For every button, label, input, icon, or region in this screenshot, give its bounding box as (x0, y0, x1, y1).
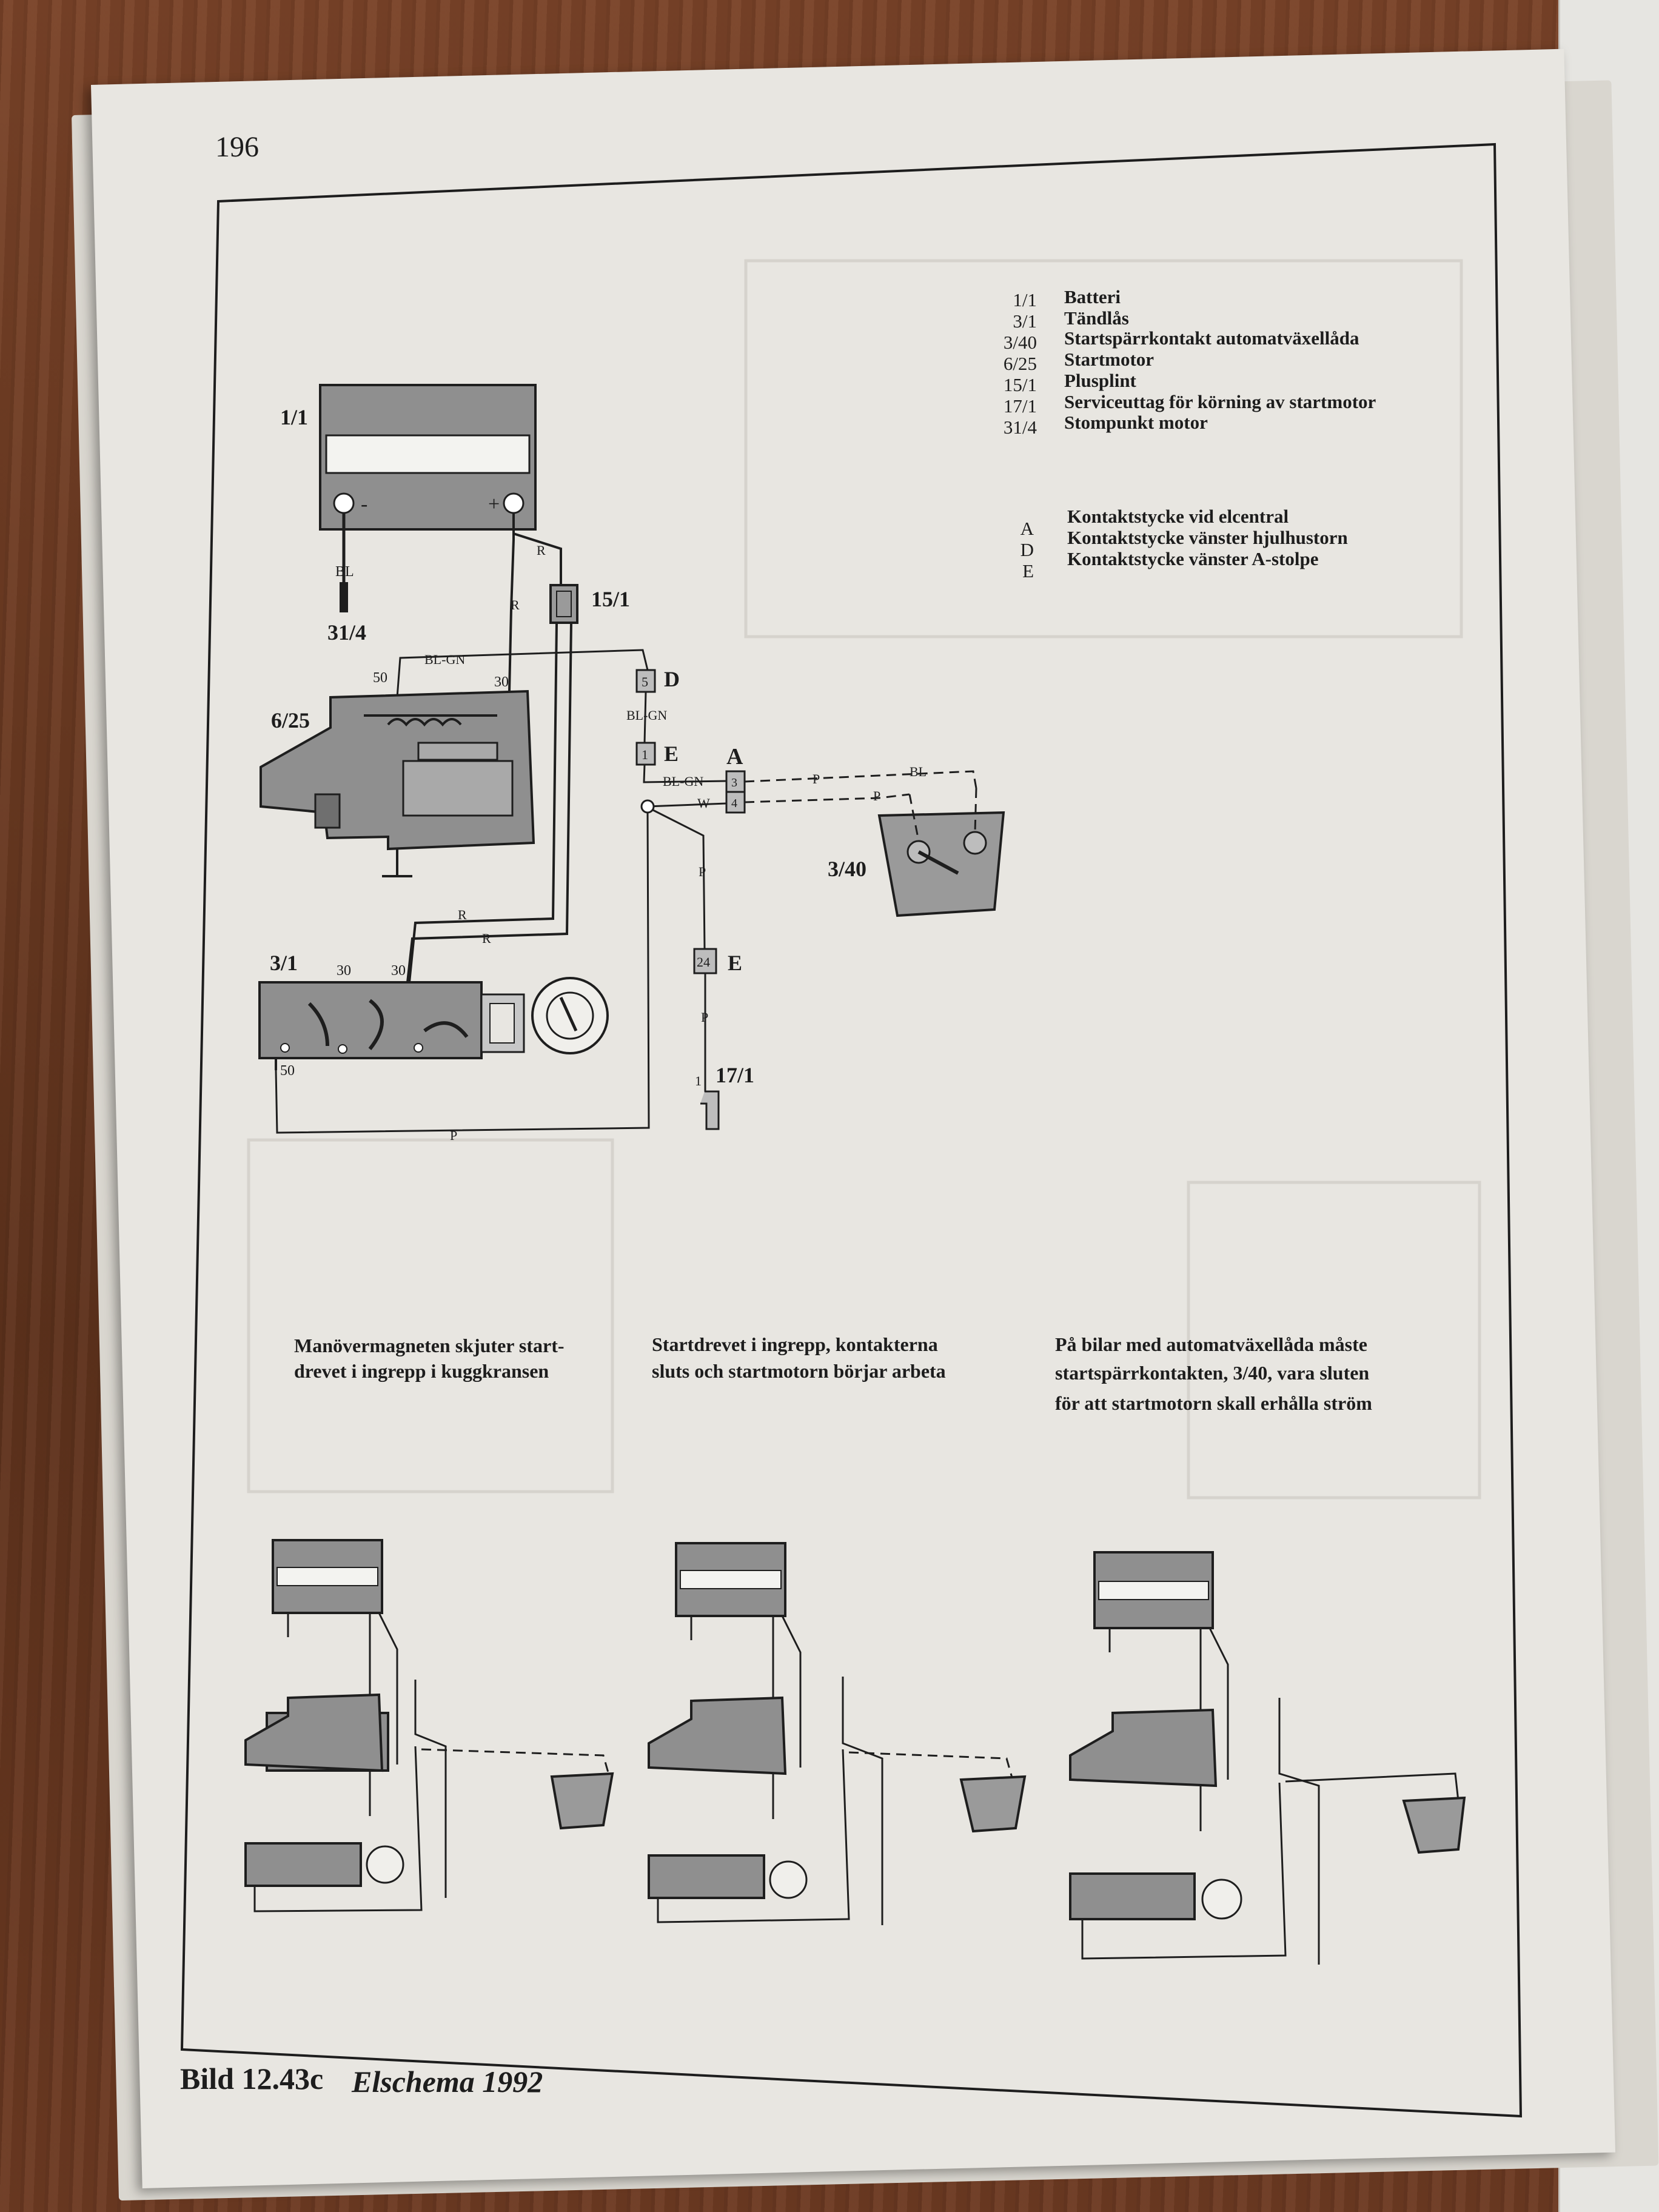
show-through-ghosts (247, 259, 1481, 1500)
caption-step1-line1: Manövermagneten skjuter start- (294, 1335, 565, 1356)
e-to-a-wire-bl-gn: BL-GN (663, 774, 703, 789)
connector-a-label: A (726, 744, 743, 769)
starter-terminal-30: 30 (494, 674, 509, 690)
connector-e-upper-label: E (664, 742, 679, 766)
a-wire-p1: P (813, 771, 820, 786)
connector-e-upper: 1 E (635, 742, 679, 766)
connector-a-pin-3: 3 (731, 776, 737, 789)
inhibitor-switch: 3/40 (828, 788, 1005, 917)
legend-label-5: Plusplint (1064, 370, 1137, 391)
bottom-wire-p: P (450, 1128, 457, 1143)
connector-e-lower: 24 E (693, 948, 742, 975)
a-wire-w: W (697, 796, 710, 811)
service-label: 17/1 (716, 1063, 754, 1087)
starter-wire-bl-gn: BL-GN (424, 652, 465, 667)
legend-label-2: Tändlås (1064, 307, 1129, 329)
legend-label-6: Serviceuttag för körning av startmotor (1064, 391, 1376, 412)
page-frame (180, 142, 1523, 2118)
legend-label-1: Batteri (1064, 286, 1121, 307)
caption-step3-line1: På bilar med automatväxellåda måste (1055, 1333, 1367, 1355)
a-wire-bl: BL (910, 764, 927, 779)
caption-title: Elschema 1992 (351, 2065, 543, 2099)
inhibitor-label: 3/40 (828, 857, 866, 881)
plusplint-label: 15/1 (591, 587, 630, 611)
figure-caption: Bild 12.43c Elschema 1992 (180, 2062, 543, 2099)
caption-step2-line1: Startdrevet i ingrepp, kontakterna (652, 1333, 938, 1355)
page-number: 196 (215, 131, 259, 163)
connector-d: 5 D (635, 667, 680, 693)
connector-e-lower-label: E (728, 951, 742, 975)
connector-e-upper-pin: 1 (642, 747, 648, 762)
battery-wire-r1: R (537, 543, 546, 558)
main-wiring-diagram: - + 1/1 BL 31/4 R R 15/1 R R BL-GN (258, 384, 1005, 1143)
battery: - + 1/1 (280, 384, 537, 531)
legend-connector-code-d: D (1021, 539, 1034, 560)
battery-wire-r2: R (511, 597, 520, 612)
ign-wire-r1: R (458, 907, 467, 922)
connector-a-pin-4: 4 (731, 797, 737, 810)
step-captions: Manövermagneten skjuter start- drevet i … (294, 1333, 1372, 1414)
battery-minus-sign: - (361, 493, 367, 515)
service-wire-p1: P (699, 864, 706, 879)
service-outlet: 1 17/1 (695, 1063, 754, 1130)
legend-connector-code-a: A (1021, 518, 1034, 539)
caption-step3-line2: startspärrkontakten, 3/40, vara sluten (1055, 1362, 1369, 1384)
a-wire-p2: P (873, 788, 880, 803)
legend-connectors: A Kontaktstycke vid elcentral D Kontakts… (1021, 506, 1348, 581)
legend-connector-label-e: Kontaktstycke vänster A-stolpe (1067, 548, 1318, 569)
caption-prefix: Bild 12.43c (180, 2062, 323, 2096)
legend-code-2: 3/1 (1013, 310, 1037, 332)
legend-code-5: 15/1 (1004, 374, 1037, 395)
starter-motor: 50 30 6/25 (260, 670, 535, 877)
ignition-label: 3/1 (270, 951, 298, 975)
caption-step3-line3: för att startmotorn skall erhålla ström (1055, 1392, 1372, 1414)
legend-connector-label-a: Kontaktstycke vid elcentral (1067, 506, 1289, 527)
legend-label-7: Stompunkt motor (1064, 412, 1208, 433)
ground-wire-color: BL (335, 564, 354, 580)
legend: 1/1 Batteri 3/1 Tändlås 3/40 Startspärrk… (1004, 286, 1376, 581)
connector-d-label: D (664, 667, 680, 691)
service-pin: 1 (695, 1073, 702, 1088)
legend-label-3: Startspärrkontakt automatväxellåda (1064, 327, 1359, 349)
step-diagram-2 (648, 1542, 1027, 1925)
ignition-switch: 3/1 30 30 50 (258, 951, 609, 1079)
legend-code-3: 3/40 (1004, 332, 1037, 353)
step-diagram-1 (244, 1539, 614, 1912)
legend-code-7: 31/4 (1004, 417, 1037, 438)
ignition-terminal-50: 50 (280, 1063, 295, 1079)
connector-a: 3 4 A (725, 744, 746, 814)
ignition-terminal-30b: 30 (391, 963, 406, 979)
service-wire-p2: P (701, 1010, 708, 1025)
ground-label: 31/4 (327, 620, 366, 645)
legend-code-4: 6/25 (1004, 353, 1037, 374)
ground-point: BL 31/4 (327, 513, 366, 645)
ign-wire-r2: R (482, 931, 491, 946)
caption-step2-line2: sluts och startmotorn börjar arbeta (652, 1360, 946, 1382)
legend-label-4: Startmotor (1064, 349, 1154, 370)
legend-connector-label-d: Kontaktstycke vänster hjulhustorn (1067, 527, 1348, 548)
d-to-e-wire-bl-gn: BL-GN (626, 708, 667, 723)
step-diagram-3 (1069, 1551, 1466, 1965)
legend-connector-code-e: E (1022, 560, 1034, 581)
legend-code-1: 1/1 (1013, 289, 1037, 310)
connector-d-pin: 5 (642, 674, 648, 689)
connector-e-lower-pin: 24 (697, 954, 710, 970)
battery-label: 1/1 (280, 405, 308, 429)
caption-step1-line2: drevet i ingrepp i kuggkransen (294, 1360, 549, 1382)
starter-label: 6/25 (271, 708, 310, 732)
starter-terminal-50: 50 (373, 670, 387, 686)
plusplint: 15/1 (549, 584, 630, 624)
ignition-terminal-30a: 30 (337, 963, 351, 979)
legend-code-6: 17/1 (1004, 395, 1037, 417)
battery-plus-sign: + (488, 493, 500, 515)
legend-components: 1/1 Batteri 3/1 Tändlås 3/40 Startspärrk… (1004, 286, 1376, 438)
